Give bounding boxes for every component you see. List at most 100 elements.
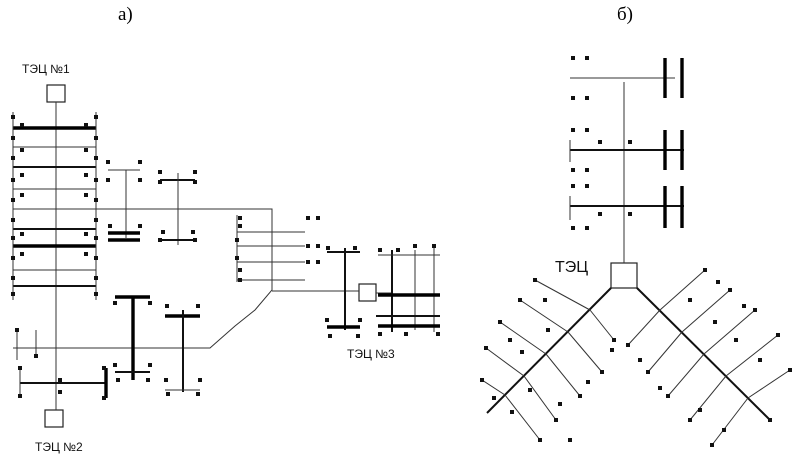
consumer-node bbox=[20, 252, 24, 256]
consumer-node bbox=[306, 244, 310, 248]
consumer-node bbox=[158, 180, 162, 184]
consumer-node bbox=[191, 230, 195, 234]
consumer-node bbox=[646, 370, 650, 374]
consumer-node bbox=[413, 244, 417, 248]
consumer-node bbox=[571, 96, 575, 100]
consumer-node bbox=[378, 332, 382, 336]
pipe-segment bbox=[681, 289, 731, 333]
consumer-node bbox=[492, 396, 496, 400]
consumer-node bbox=[196, 392, 200, 396]
consumer-node bbox=[58, 378, 62, 382]
pipe-segment bbox=[504, 394, 541, 441]
consumer-node bbox=[626, 343, 630, 347]
consumer-node bbox=[396, 248, 400, 252]
consumer-node bbox=[543, 298, 547, 302]
consumer-node bbox=[11, 178, 15, 182]
pipe-segment bbox=[659, 269, 706, 311]
plant-source bbox=[610, 262, 638, 289]
consumer-node bbox=[238, 216, 242, 220]
consumer-node bbox=[238, 268, 242, 272]
consumer-node bbox=[108, 224, 112, 228]
plant-2-source bbox=[44, 409, 64, 428]
consumer-node bbox=[528, 388, 532, 392]
consumer-node bbox=[520, 350, 524, 354]
consumer-node bbox=[600, 370, 604, 374]
consumer-node bbox=[84, 252, 88, 256]
consumer-node bbox=[585, 56, 589, 60]
consumer-node bbox=[94, 198, 98, 202]
consumer-node bbox=[316, 244, 320, 248]
consumer-node bbox=[518, 298, 522, 302]
consumer-node bbox=[193, 238, 197, 242]
pipe-segment bbox=[486, 287, 612, 414]
consumer-node bbox=[138, 178, 142, 182]
consumer-node bbox=[758, 358, 762, 362]
consumer-node bbox=[11, 115, 15, 119]
consumer-node bbox=[628, 140, 632, 144]
consumer-node bbox=[193, 170, 197, 174]
consumer-node bbox=[498, 320, 502, 324]
pipe-segment bbox=[481, 379, 506, 396]
consumer-node bbox=[558, 402, 562, 406]
plant-1-source bbox=[46, 84, 66, 103]
consumer-node bbox=[612, 338, 616, 342]
consumer-node bbox=[138, 160, 142, 164]
consumer-node bbox=[703, 268, 707, 272]
consumer-node bbox=[688, 298, 692, 302]
plant-label-1: ТЭЦ №1 bbox=[22, 62, 70, 76]
consumer-node bbox=[158, 238, 162, 242]
consumer-node bbox=[11, 276, 15, 280]
panel-label-b: б) bbox=[617, 4, 633, 25]
consumer-node bbox=[94, 178, 98, 182]
consumer-node bbox=[436, 332, 440, 336]
consumer-node bbox=[166, 392, 170, 396]
consumer-node bbox=[18, 366, 22, 370]
consumer-node bbox=[15, 328, 19, 332]
consumer-node bbox=[316, 260, 320, 264]
consumer-node bbox=[198, 378, 202, 382]
consumer-node bbox=[94, 136, 98, 140]
pipe-segment bbox=[519, 299, 569, 333]
consumer-node bbox=[58, 390, 62, 394]
diagram-a: ТЭЦ №1 ТЭЦ №2 ТЭЦ №3 bbox=[11, 62, 440, 454]
consumer-node bbox=[20, 232, 24, 236]
consumer-node bbox=[753, 308, 757, 312]
consumer-node bbox=[326, 246, 330, 250]
consumer-node bbox=[378, 248, 382, 252]
pipe-segment bbox=[711, 397, 749, 446]
consumer-node bbox=[94, 256, 98, 260]
pipe-segment bbox=[647, 331, 683, 373]
branch-lines bbox=[481, 58, 791, 446]
consumer-node bbox=[20, 173, 24, 177]
pipe-segment bbox=[485, 347, 525, 377]
plant-label-3: ТЭЦ №3 bbox=[347, 347, 395, 361]
consumer-node bbox=[554, 418, 558, 422]
consumer-node bbox=[538, 438, 542, 442]
consumer-node bbox=[571, 128, 575, 132]
consumer-node bbox=[235, 238, 239, 242]
consumer-node bbox=[164, 378, 168, 382]
consumer-node bbox=[316, 216, 320, 220]
pipe-segment bbox=[747, 369, 791, 399]
consumer-node bbox=[146, 378, 150, 382]
consumer-node bbox=[11, 156, 15, 160]
consumer-node bbox=[404, 332, 408, 336]
consumer-node bbox=[196, 304, 200, 308]
pipe-segment bbox=[589, 309, 615, 341]
consumer-node bbox=[84, 173, 88, 177]
consumer-node bbox=[716, 280, 720, 284]
pipe-segment bbox=[667, 353, 705, 397]
consumer-node bbox=[116, 378, 120, 382]
plant-label: ТЭЦ bbox=[555, 259, 588, 276]
consumer-node bbox=[11, 292, 15, 296]
pipe-segment bbox=[534, 279, 591, 311]
consumer-node bbox=[161, 230, 165, 234]
consumer-node bbox=[148, 363, 152, 367]
consumer-node bbox=[358, 318, 362, 322]
consumer-node bbox=[94, 115, 98, 119]
consumer-node bbox=[306, 216, 310, 220]
consumer-node bbox=[571, 168, 575, 172]
consumer-node bbox=[306, 260, 310, 264]
ring-main-lines bbox=[13, 102, 392, 410]
consumer-node bbox=[18, 394, 22, 398]
